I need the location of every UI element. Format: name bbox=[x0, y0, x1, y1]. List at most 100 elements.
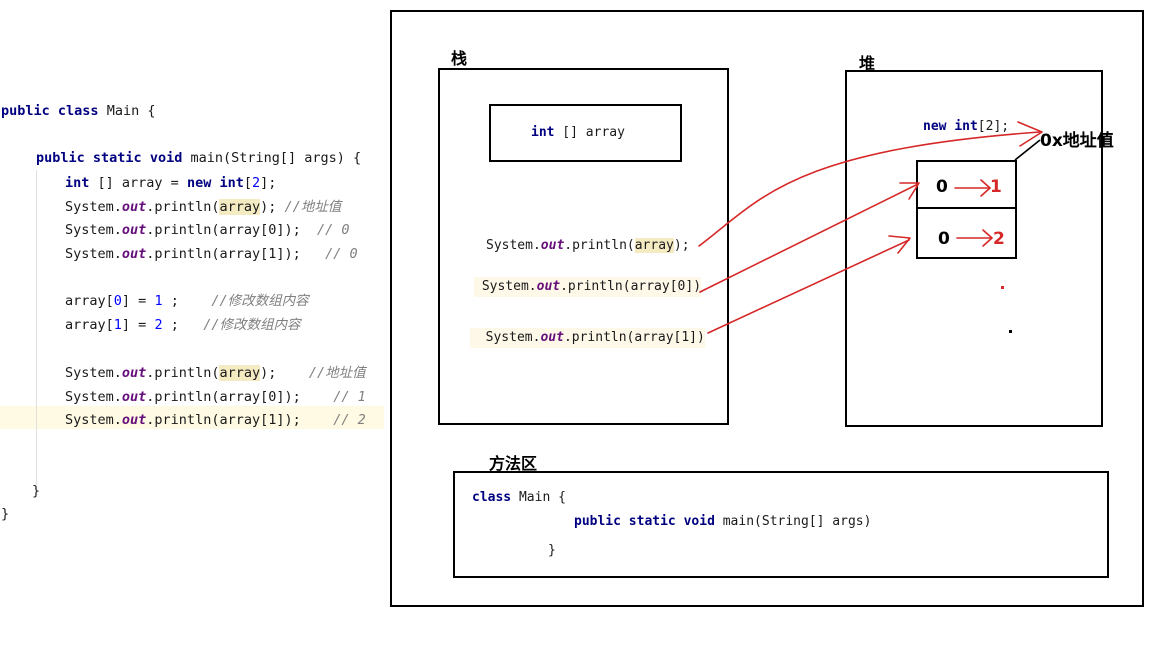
stack-box bbox=[438, 68, 729, 425]
code-text: ); bbox=[673, 238, 690, 253]
code-print-array-2: System.out.println(array); //地址值 bbox=[65, 363, 366, 383]
cell-1-old-value: 0 bbox=[938, 229, 950, 249]
code-text: .println( bbox=[146, 389, 220, 405]
code-text: ] = bbox=[121, 317, 155, 333]
comment: //修改数组内容 bbox=[211, 293, 309, 309]
number: 2 bbox=[154, 317, 163, 333]
code-text: array[0] bbox=[630, 279, 694, 294]
code-print-arr0-2: System.out.println(array[0]); // 1 bbox=[65, 387, 366, 407]
code-text: ); bbox=[260, 199, 277, 215]
code-text: array[ bbox=[65, 293, 114, 309]
keyword: new bbox=[923, 119, 947, 134]
indent-guide bbox=[36, 170, 37, 485]
stack-print-arr0: System.out.println(array[0]) bbox=[474, 277, 702, 297]
keyword: public bbox=[574, 514, 621, 529]
code-array-init: int [] array = new int[2]; bbox=[65, 173, 276, 193]
field: out bbox=[540, 330, 564, 345]
field: out bbox=[121, 365, 147, 381]
memory-diagram-frame bbox=[390, 10, 1144, 607]
arrow-arr0-to-cell0 bbox=[699, 183, 919, 293]
code-text: ]; bbox=[260, 175, 277, 191]
keyword: class bbox=[472, 490, 512, 505]
code-text: System. bbox=[65, 199, 122, 215]
code-text: .println( bbox=[146, 222, 220, 238]
stack-variable-box bbox=[489, 104, 682, 162]
arrow-arr1-to-cell1-head bbox=[888, 235, 911, 254]
code-text: System. bbox=[65, 389, 122, 405]
keyword: int bbox=[531, 125, 555, 140]
cell-0-new-value: 1 bbox=[990, 177, 1002, 197]
keyword: public bbox=[1, 103, 50, 119]
method-area-main-line: public static void main(String[] args) bbox=[574, 512, 871, 532]
code-main-declaration: public static void main(String[] args) { bbox=[36, 148, 361, 168]
highlighted-variable: array bbox=[219, 199, 261, 215]
code-text: ); bbox=[284, 246, 301, 262]
arrow-array-to-address bbox=[698, 131, 1041, 247]
number: 1 bbox=[154, 293, 163, 309]
current-line-highlight bbox=[0, 406, 384, 429]
code-text: System. bbox=[65, 246, 122, 262]
code-text: main(String[] args) { bbox=[190, 150, 362, 166]
comment: //修改数组内容 bbox=[203, 317, 301, 333]
code-text: [ bbox=[243, 175, 252, 191]
code-assign-1: array[1] = 2 ; //修改数组内容 bbox=[65, 315, 301, 335]
code-text: main(String[] args) bbox=[722, 514, 872, 529]
code-text: array[0] bbox=[219, 389, 285, 405]
code-text: array[1] bbox=[219, 246, 285, 262]
address-link-line bbox=[1014, 139, 1041, 161]
code-text: System. bbox=[486, 238, 541, 253]
code-text: .println( bbox=[564, 238, 635, 253]
code-text: [] array bbox=[554, 125, 625, 140]
comment: // 0 bbox=[317, 222, 350, 238]
code-text: array[1] bbox=[634, 330, 698, 345]
code-text: System. bbox=[65, 222, 122, 238]
code-text: .println( bbox=[146, 246, 220, 262]
cell-0-old-value: 0 bbox=[936, 177, 948, 197]
comment: // 0 bbox=[325, 246, 358, 262]
code-text: Main { bbox=[106, 103, 156, 119]
code-text: ] = bbox=[121, 293, 155, 309]
stack-label: 栈 bbox=[451, 49, 468, 68]
code-print-arr1-2: System.out.println(array[1]); // 2 bbox=[65, 410, 366, 430]
arrow-arr0-to-cell0-head bbox=[899, 182, 920, 200]
code-text: System. bbox=[65, 365, 122, 381]
arrow-cell1-update-head bbox=[982, 229, 993, 247]
code-text: array[1] bbox=[219, 412, 285, 428]
field: out bbox=[540, 238, 565, 253]
comment: // 1 bbox=[333, 389, 366, 405]
keyword: class bbox=[57, 103, 99, 119]
black-dot-mark bbox=[1009, 330, 1012, 333]
code-text: .println( bbox=[560, 279, 631, 294]
code-print-arr0-1: System.out.println(array[0]); // 0 bbox=[65, 220, 350, 240]
code-text: .println( bbox=[563, 330, 635, 345]
heap-new-expression: new int[2]; bbox=[923, 117, 1009, 137]
field: out bbox=[121, 389, 147, 405]
number: 2 bbox=[252, 175, 261, 191]
keyword: void bbox=[149, 150, 183, 166]
code-text: .println( bbox=[146, 365, 220, 381]
arrow-arr1-to-cell1 bbox=[707, 239, 910, 334]
code-text: System. bbox=[65, 412, 122, 428]
keyword: int bbox=[954, 119, 978, 134]
cell-1-new-value: 2 bbox=[993, 229, 1005, 249]
field: out bbox=[121, 246, 147, 262]
code-text: [2]; bbox=[977, 119, 1010, 134]
code-text: Main { bbox=[511, 490, 566, 505]
heap-label: 堆 bbox=[859, 54, 876, 73]
field: out bbox=[121, 199, 147, 215]
method-area-close-brace: } bbox=[548, 543, 556, 558]
stack-print-array: System.out.println(array); bbox=[486, 236, 690, 256]
code-assign-0: array[0] = 1 ; //修改数组内容 bbox=[65, 291, 309, 311]
stack-print-arr1: System.out.println(array[1]) bbox=[470, 328, 705, 348]
comment: //地址值 bbox=[308, 365, 366, 381]
highlighted-variable: array bbox=[219, 365, 261, 381]
code-print-arr1-1: System.out.println(array[1]); // 0 bbox=[65, 244, 358, 264]
code-text: .println( bbox=[146, 199, 220, 215]
code-close-class: } bbox=[1, 506, 10, 522]
code-class-declaration: public class Main { bbox=[1, 101, 155, 121]
code-text: System. bbox=[481, 279, 537, 294]
code-text: ); bbox=[284, 389, 301, 405]
keyword: public bbox=[36, 150, 85, 166]
code-text: ; bbox=[162, 317, 179, 333]
